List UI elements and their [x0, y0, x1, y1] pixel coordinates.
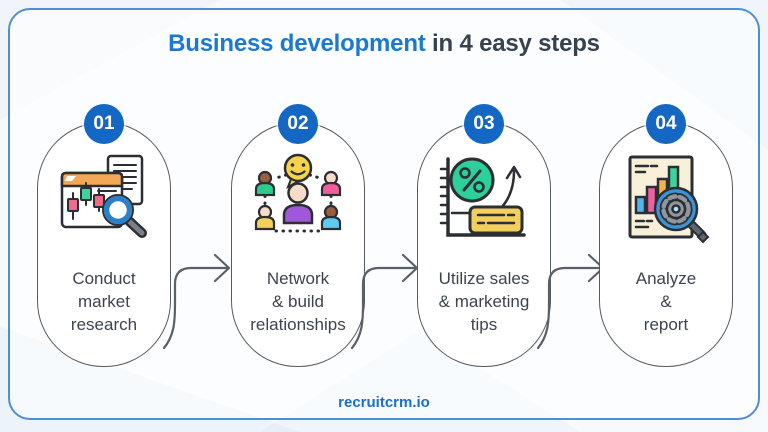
step-label: Network & build relationships	[250, 269, 346, 334]
analyze-report-icon	[614, 153, 718, 245]
network-relationships-icon	[246, 153, 350, 245]
market-research-icon	[52, 153, 156, 245]
step-number-badge: 03	[464, 104, 504, 144]
sales-marketing-icon	[432, 153, 536, 245]
title-highlight: Business development	[168, 30, 426, 57]
step-card-2: 02	[231, 104, 365, 367]
step-number-badge: 04	[646, 104, 686, 144]
step-label: Conduct market research	[70, 269, 138, 334]
step-card-3: 03 Utilize sales & m	[417, 104, 551, 367]
step-number-badge: 01	[84, 104, 124, 144]
step-label: Utilize sales & marketing tips	[438, 269, 530, 334]
step-card-4: 04	[599, 104, 733, 367]
arrow-icon	[162, 253, 231, 350]
title-rest: in 4 easy steps	[425, 30, 600, 57]
brand-footer: recruitcrm.io	[338, 394, 430, 411]
step-number-badge: 02	[278, 104, 318, 144]
step-card-1: 01	[37, 104, 171, 367]
step-label: Analyze & report	[635, 269, 697, 334]
page-title: Business development in 4 easy steps	[0, 30, 768, 58]
arrow-icon	[350, 253, 419, 350]
